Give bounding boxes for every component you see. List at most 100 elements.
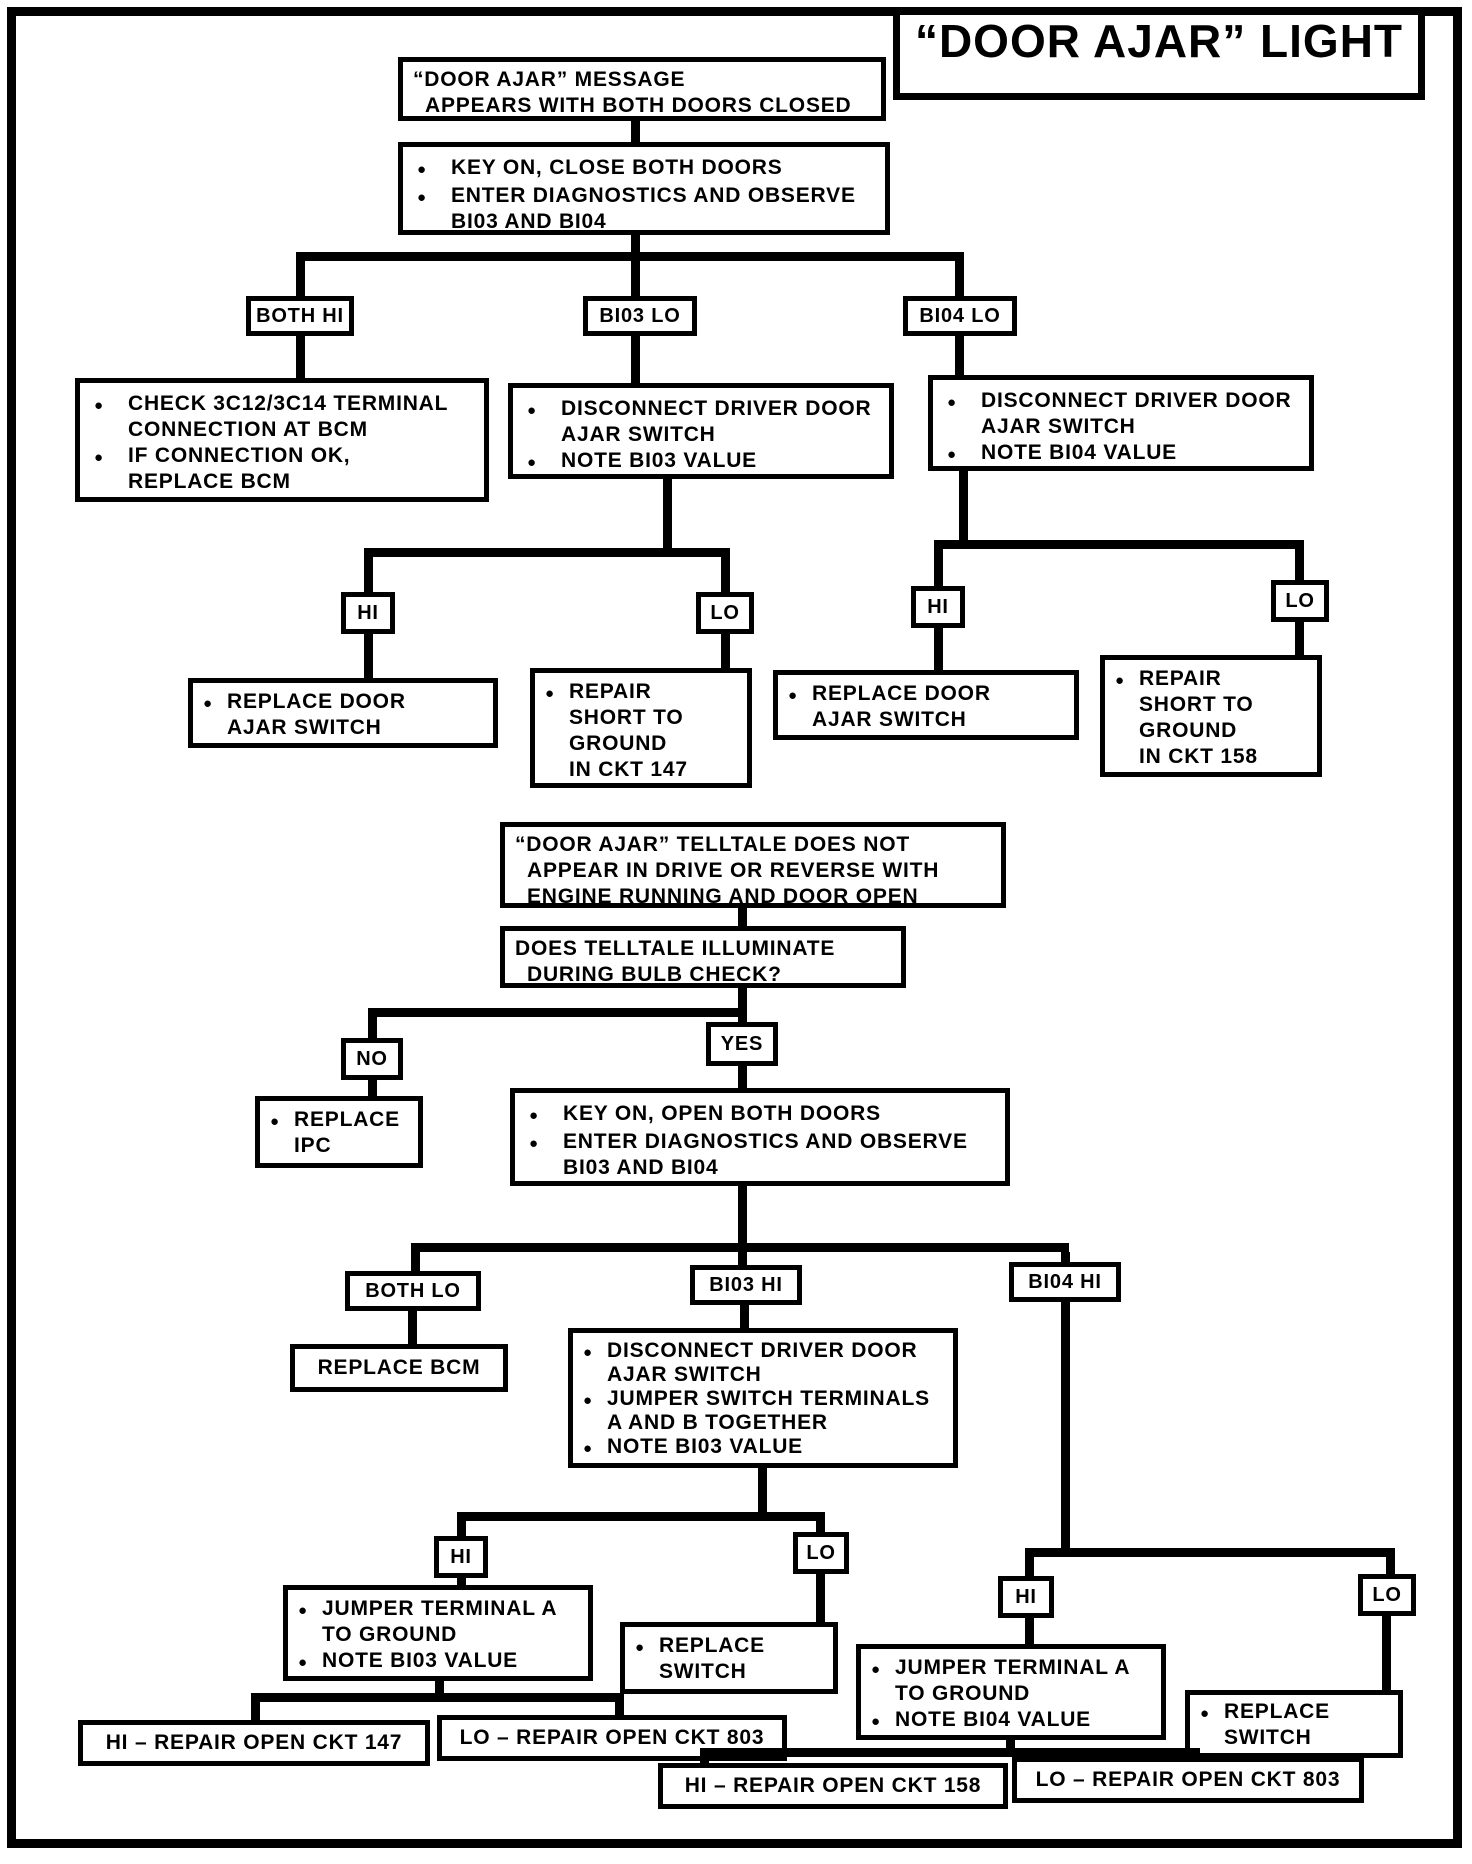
text-line: NOTE BI04 VALUE <box>895 1708 1091 1731</box>
text-line: IF CONNECTION OK, <box>128 444 351 467</box>
bullet-text: KEY ON, CLOSE BOTH DOORS <box>451 155 875 181</box>
c1-both-hi-action-box: CHECK 3C12/3C14 TERMINAL CONNECTION AT B… <box>75 378 489 502</box>
bullet-icon <box>523 448 561 476</box>
branch-label-both-lo: BOTH LO <box>345 1271 481 1311</box>
text-line: DURING BULB CHECK? <box>527 963 782 986</box>
bullet-text: NOTE BI04 VALUE <box>981 440 1299 466</box>
connector-line <box>408 1311 417 1344</box>
connector-line <box>1386 1557 1395 1574</box>
connector-line <box>816 1574 825 1622</box>
connector-line <box>934 540 1304 549</box>
bullet-text: NOTE BI04 VALUE <box>895 1707 1151 1733</box>
connector-line <box>959 471 968 540</box>
text-line: NOTE BI03 VALUE <box>561 449 757 472</box>
bullet-icon <box>298 1648 322 1676</box>
c2-jumper-147-box: JUMPER TERMINAL A TO GROUND NOTE BI03 VA… <box>283 1585 593 1681</box>
bullet-icon <box>635 1633 659 1661</box>
bullet-text: ENTER DIAGNOSTICS AND OBSERVE BI03 AND B… <box>563 1129 995 1181</box>
bullet-item: REPAIR SHORT TO GROUND IN CKT 147 <box>545 679 737 783</box>
text-line: SHORT TO <box>569 706 684 729</box>
connector-line <box>1025 1557 1034 1576</box>
c1-bi03-hi-result-box: REPLACE DOOR AJAR SWITCH <box>188 678 498 748</box>
c2-jumper-158-box: JUMPER TERMINAL A TO GROUND NOTE BI04 VA… <box>856 1644 1166 1740</box>
result-label-hi: HI <box>434 1536 488 1578</box>
bullet-icon <box>413 183 451 211</box>
branch-label-bi04-lo: BI04 LO <box>903 296 1017 336</box>
bullet-icon <box>943 388 981 416</box>
bullet-item: IF CONNECTION OK, REPLACE BCM <box>90 443 474 495</box>
bullet-item: REPLACE DOOR AJAR SWITCH <box>203 689 483 741</box>
text-line: “DOOR AJAR” TELLTALE DOES NOT <box>515 833 910 856</box>
bullet-icon <box>1115 666 1139 694</box>
connector-line <box>721 634 730 668</box>
text-line: AJAR SWITCH <box>812 708 967 731</box>
text-line: DISCONNECT DRIVER DOOR <box>607 1339 918 1362</box>
text-line: NOTE BI04 VALUE <box>981 441 1177 464</box>
bullet-text: CHECK 3C12/3C14 TERMINAL CONNECTION AT B… <box>128 391 474 443</box>
connector-line <box>631 336 640 383</box>
text-line: NOTE BI03 VALUE <box>322 1649 518 1672</box>
bullet-icon <box>90 391 128 419</box>
bullet-text: ENTER DIAGNOSTICS AND OBSERVE BI03 AND B… <box>451 183 875 235</box>
text-line: AJAR SWITCH <box>561 423 716 446</box>
result-label-hi: HI <box>341 592 395 634</box>
c2-outcome-ckt158-box: HI – REPAIR OPEN CKT 158 <box>658 1763 1008 1809</box>
text-line: REPLACE <box>659 1634 765 1657</box>
connector-line <box>631 121 640 142</box>
c2-replace-ipc-box: REPLACE IPC <box>255 1096 423 1168</box>
connector-line <box>740 1305 749 1328</box>
bullet-text: NOTE BI03 VALUE <box>561 448 879 474</box>
bullet-text: DISCONNECT DRIVER DOOR AJAR SWITCH <box>561 396 879 448</box>
connector-line <box>1025 1618 1034 1644</box>
text-line: IN CKT 158 <box>1139 745 1258 768</box>
text-line: REPAIR <box>1139 667 1222 690</box>
text-line: JUMPER TERMINAL A <box>895 1656 1131 1679</box>
bullet-item: REPAIR SHORT TO GROUND IN CKT 158 <box>1115 666 1307 770</box>
connector-line <box>955 336 964 375</box>
branch-label-bi03-lo: BI03 LO <box>583 296 697 336</box>
bullet-item: DISCONNECT DRIVER DOOR AJAR SWITCH <box>583 1339 943 1387</box>
text-line: APPEARS WITH BOTH DOORS CLOSED <box>425 94 852 117</box>
text-line: REPAIR <box>569 680 652 703</box>
bullet-icon <box>583 1387 607 1413</box>
c1-bi04-lo-result-box: REPAIR SHORT TO GROUND IN CKT 158 <box>1100 655 1322 777</box>
connector-line <box>721 557 730 592</box>
bullet-text: REPLACE DOOR AJAR SWITCH <box>812 681 1064 733</box>
bullet-icon <box>525 1101 563 1129</box>
c2-outcome-ckt147-box: HI – REPAIR OPEN CKT 147 <box>78 1720 430 1766</box>
connector-line <box>457 1578 466 1585</box>
bullet-item: NOTE BI03 VALUE <box>523 448 879 476</box>
bullet-text: REPLACE IPC <box>294 1107 408 1159</box>
text-line: AJAR SWITCH <box>607 1363 762 1386</box>
connector-line <box>631 261 640 296</box>
connector-line <box>663 479 672 548</box>
text-line: REPLACE BCM <box>128 470 291 493</box>
connector-line <box>251 1702 260 1720</box>
text-line: ENTER DIAGNOSTICS AND OBSERVE <box>563 1130 968 1153</box>
text-line: AJAR SWITCH <box>227 716 382 739</box>
c2-replace-switch-box: REPLACE SWITCH <box>620 1622 838 1694</box>
connector-line <box>296 336 305 378</box>
connector-line <box>368 1017 377 1038</box>
bullet-item: JUMPER SWITCH TERMINALS A AND B TOGETHER <box>583 1387 943 1435</box>
c1-bi04-action-box: DISCONNECT DRIVER DOOR AJAR SWITCH NOTE … <box>928 375 1314 471</box>
bullet-item: KEY ON, CLOSE BOTH DOORS <box>413 155 875 183</box>
bullet-item: ENTER DIAGNOSTICS AND OBSERVE BI03 AND B… <box>525 1129 995 1181</box>
bullet-text: REPAIR SHORT TO GROUND IN CKT 158 <box>1139 666 1307 770</box>
text-line: NOTE BI03 VALUE <box>607 1435 803 1458</box>
bullet-icon <box>871 1707 895 1735</box>
connector-line <box>251 1693 624 1702</box>
bullet-icon <box>1200 1699 1224 1727</box>
text-line: DISCONNECT DRIVER DOOR <box>561 397 872 420</box>
connector-line <box>738 1186 747 1243</box>
c1-bi03-lo-result-box: REPAIR SHORT TO GROUND IN CKT 147 <box>530 668 752 788</box>
page-border <box>7 7 1462 1848</box>
connector-line <box>435 1681 444 1693</box>
bullet-item: REPLACE SWITCH <box>635 1633 823 1685</box>
bullet-item: KEY ON, OPEN BOTH DOORS <box>525 1101 995 1129</box>
text-line: IN CKT 147 <box>569 758 688 781</box>
connector-line <box>738 908 747 926</box>
bullet-text: REPLACE SWITCH <box>1224 1699 1388 1751</box>
branch-label-both-hi: BOTH HI <box>246 296 354 336</box>
